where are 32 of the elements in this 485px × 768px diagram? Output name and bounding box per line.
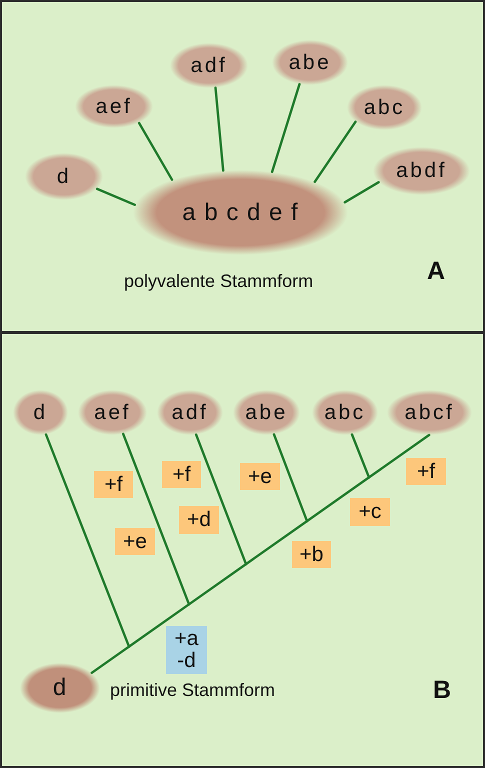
- connector-line: [270, 82, 301, 174]
- connector-line: [122, 432, 190, 606]
- connector-line: [272, 433, 308, 522]
- trait-tag: +f: [162, 461, 201, 488]
- connector-line: [314, 120, 357, 183]
- trait-tag: +b: [292, 541, 331, 568]
- connector-line: [188, 562, 248, 606]
- trait-tag: +f: [406, 458, 446, 485]
- connector-line: [96, 188, 136, 206]
- panel: [0, 0, 485, 333]
- connector-line: [306, 476, 370, 522]
- panel: [0, 333, 485, 768]
- connector-line: [194, 433, 248, 566]
- connector-line: [90, 645, 130, 674]
- connector-line: [44, 433, 130, 648]
- caption-text: polyvalente Stammform: [124, 270, 314, 292]
- trait-tag: +a -d: [166, 626, 207, 674]
- panel-letter: A: [427, 257, 446, 285]
- trait-tag: +c: [350, 498, 390, 526]
- connector-line: [368, 434, 430, 479]
- panel-letter: B: [433, 676, 452, 704]
- trait-tag: +e: [240, 463, 280, 490]
- connector-line: [344, 181, 380, 204]
- connector-line: [128, 603, 190, 648]
- trait-tag: +d: [179, 506, 219, 534]
- connector-line: [138, 122, 174, 181]
- connector-line: [214, 86, 224, 172]
- caption-text: primitive Stammform: [110, 679, 276, 701]
- connector-line: [244, 520, 308, 566]
- connector-line: [350, 433, 370, 479]
- trait-tag: +f: [94, 471, 133, 498]
- trait-tag: +e: [115, 528, 155, 555]
